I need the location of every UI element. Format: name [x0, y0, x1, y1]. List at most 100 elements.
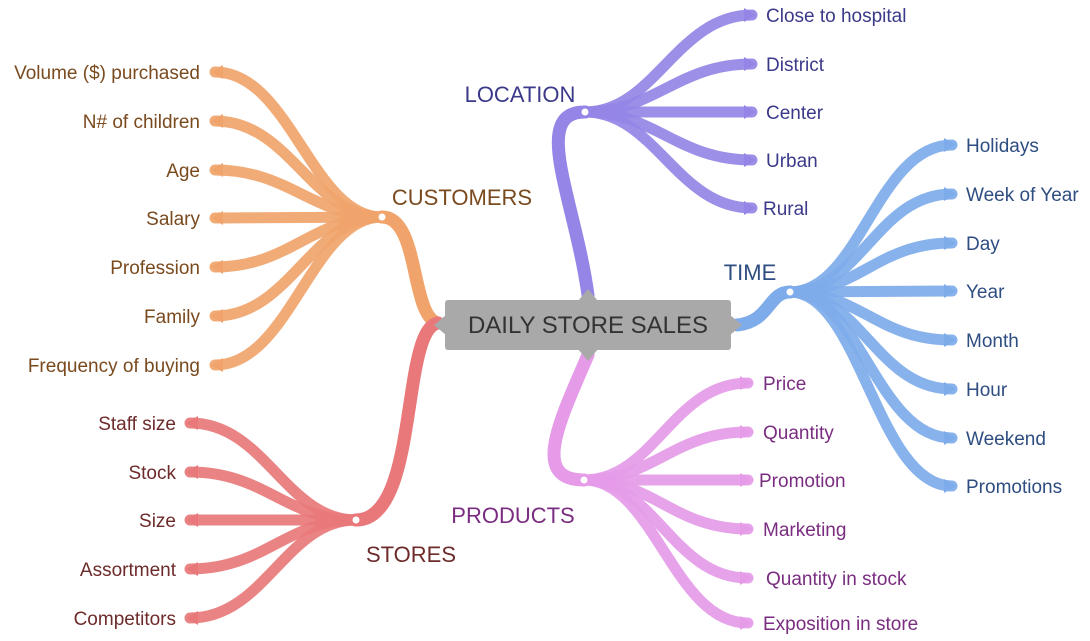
leaf-exposition-in-store[interactable]: Exposition in store: [763, 614, 918, 635]
branch-label-time[interactable]: TIME: [724, 260, 777, 285]
leaf-arrow: [740, 522, 752, 536]
leaf-connector-quantity: [578, 426, 754, 486]
leaf-arrow: [744, 57, 756, 71]
branch-customers: Volume ($) purchased N# of childrenAgeSal…: [14, 63, 532, 377]
leaf-arrow: [740, 425, 752, 439]
leaf-volume-purchased[interactable]: Volume ($) purchased: [14, 63, 200, 84]
leaf-arrow: [740, 571, 752, 585]
leaf-center[interactable]: Center: [766, 103, 824, 124]
leaf-profession[interactable]: Profession: [110, 258, 200, 279]
leaf-arrow: [944, 333, 956, 347]
branch-connector-location: [551, 105, 595, 302]
central-node-label: DAILY STORE SALES: [468, 312, 708, 339]
leaf-close-to-hospital[interactable]: Close to hospital: [766, 6, 906, 27]
leaf-size[interactable]: Size: [139, 511, 176, 532]
leaf-holidays[interactable]: Holidays: [966, 136, 1039, 157]
branch-label-customers[interactable]: CUSTOMERS: [392, 185, 532, 210]
branch-hub-location: [578, 105, 592, 119]
branch-connector-stores: [349, 316, 445, 527]
central-node-notch-right: [730, 315, 742, 335]
leaf-price[interactable]: Price: [763, 374, 806, 395]
leaf-quantity-in-stock[interactable]: Quantity in stock: [766, 569, 907, 590]
branch-label-stores[interactable]: STORES: [366, 542, 456, 567]
leaf-arrow: [211, 65, 223, 79]
central-node-notch-bottom: [578, 349, 598, 361]
leaf-marketing[interactable]: Marketing: [763, 520, 846, 541]
leaf-connector-district: [579, 58, 758, 118]
leaf-arrow: [211, 309, 223, 323]
leaf-connector-rural: [579, 106, 758, 214]
branch-hub-time: [783, 285, 797, 299]
branch-stores: Staff sizeStockSizeAssortmentCompetitors…: [74, 316, 456, 630]
branch-label-location[interactable]: LOCATION: [465, 82, 576, 107]
leaf-rural[interactable]: Rural: [763, 199, 808, 220]
branch-location: Close to hospitalDistrictCenterUrbanRura…: [465, 6, 906, 302]
leaf-competitors[interactable]: Competitors: [74, 609, 176, 630]
central-node[interactable]: DAILY STORE SALES: [434, 289, 742, 361]
leaf-staff-size[interactable]: Staff size: [98, 414, 176, 435]
leaf-arrow: [944, 138, 956, 152]
leaf-day[interactable]: Day: [966, 234, 1000, 255]
leaf-salary[interactable]: Salary: [146, 209, 200, 230]
leaf-connector-frequency-of-buying: [209, 211, 388, 371]
leaf-promotions[interactable]: Promotions: [966, 477, 1062, 498]
leaf-arrow: [740, 616, 752, 630]
leaf-arrow: [211, 260, 223, 274]
central-node-notch-left: [434, 315, 446, 335]
leaf-connector-day: [784, 237, 958, 298]
leaf-arrow: [186, 611, 198, 625]
branch-connector-products: [547, 348, 595, 487]
leaf-assortment[interactable]: Assortment: [80, 560, 177, 581]
leaf-year[interactable]: Year: [966, 282, 1005, 303]
leaf-quantity[interactable]: Quantity: [763, 423, 834, 444]
leaf-promotion[interactable]: Promotion: [759, 471, 846, 492]
leaf-arrow: [944, 236, 956, 250]
leaf-arrow: [740, 473, 752, 487]
leaf-arrow: [744, 105, 756, 119]
leaf-arrow: [744, 153, 756, 167]
leaf-arrow: [211, 114, 223, 128]
leaf-arrow: [211, 163, 223, 177]
leaf-n-of-children[interactable]: N# of children: [83, 112, 200, 133]
leaf-arrow: [186, 513, 198, 527]
leaf-arrow: [186, 465, 198, 479]
leaf-urban[interactable]: Urban: [766, 151, 818, 172]
leaf-arrow: [944, 382, 956, 396]
leaf-district[interactable]: District: [766, 55, 825, 76]
leaf-arrow: [186, 416, 198, 430]
central-node-notch-top: [578, 289, 598, 301]
central-node-box: [445, 300, 731, 350]
leaf-family[interactable]: Family: [144, 307, 200, 328]
leaf-arrow: [944, 479, 956, 493]
leaf-week-of-year[interactable]: Week of Year: [966, 185, 1079, 206]
leaf-connector-age: [209, 164, 388, 223]
leaf-connector-stock: [184, 466, 362, 526]
leaf-month[interactable]: Month: [966, 331, 1019, 352]
leaf-weekend[interactable]: Weekend: [966, 429, 1046, 450]
leaf-arrow: [944, 284, 956, 298]
branches: Volume ($) purchased N# of childrenAgeSal…: [14, 6, 1079, 635]
branch-connector-customers: [375, 210, 445, 330]
branch-hub-stores: [349, 513, 363, 527]
branch-hub-products: [577, 473, 591, 487]
leaf-connector-competitors: [184, 514, 362, 624]
leaf-connector-exposition-in-store: [578, 474, 754, 629]
leaf-arrow: [211, 211, 223, 225]
branch-hub-customers: [375, 210, 389, 224]
leaf-connector-promotions: [784, 286, 958, 492]
leaf-arrow: [944, 431, 956, 445]
leaf-age[interactable]: Age: [166, 161, 200, 182]
leaf-stock[interactable]: Stock: [128, 463, 176, 484]
leaf-hour[interactable]: Hour: [966, 380, 1008, 401]
leaf-arrow: [744, 201, 756, 215]
branch-label-products[interactable]: PRODUCTS: [451, 503, 574, 528]
leaf-arrow: [944, 187, 956, 201]
branch-products: PriceQuantityPromotionMarketingQuantity …: [451, 348, 918, 635]
branch-connector-time: [730, 285, 797, 332]
leaf-arrow: [740, 376, 752, 390]
leaf-frequency-of-buying[interactable]: Frequency of buying: [28, 356, 200, 377]
leaf-arrow: [211, 358, 223, 372]
leaf-arrow: [744, 8, 756, 22]
